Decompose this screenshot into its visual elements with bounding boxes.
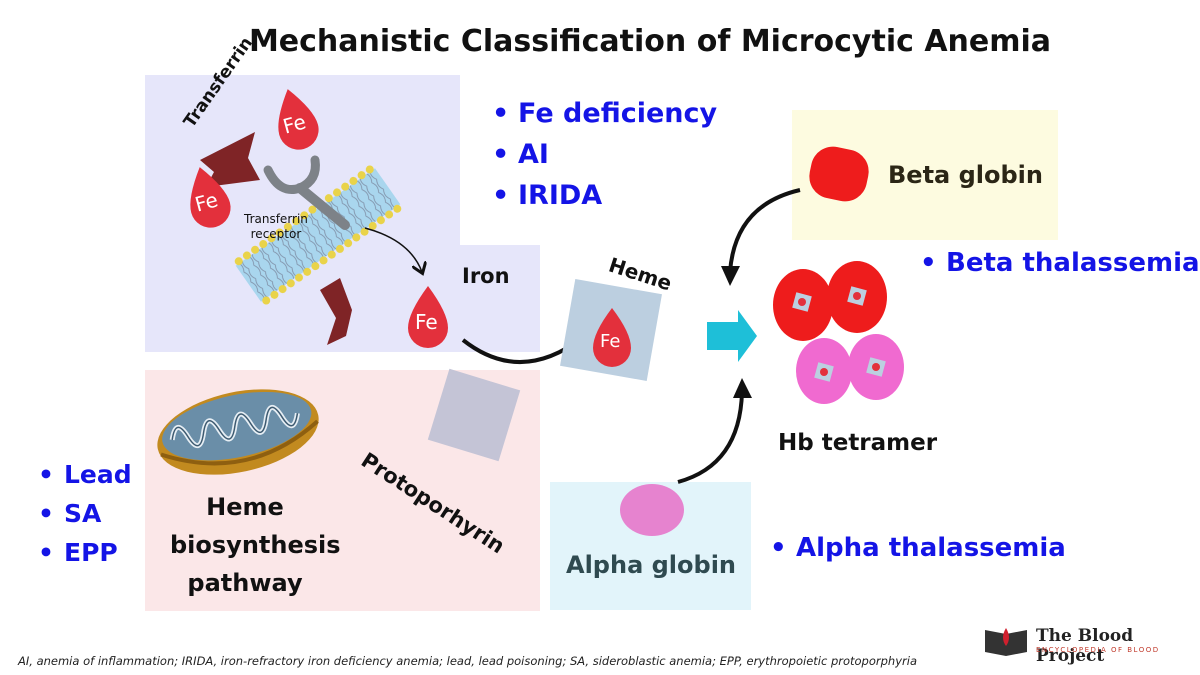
fe-drop-icon xyxy=(408,286,448,348)
alpha-globin-label: Alpha globin xyxy=(566,551,737,579)
fe-label: Fe xyxy=(415,310,438,334)
fe-drop-icon xyxy=(593,308,631,367)
list-item: Fe deficiency xyxy=(492,98,717,139)
iron-causes-list: Fe deficiency AI IRIDA xyxy=(492,98,717,221)
beta-causes-list: Beta thalassemia xyxy=(920,248,1200,278)
iron-panel-extension xyxy=(460,245,540,352)
list-item: EPP xyxy=(38,538,132,577)
hb-tetramer-label: Hb tetramer xyxy=(778,430,938,456)
fe-drop-icon xyxy=(190,167,231,228)
transferrin-fragment-icon xyxy=(320,278,352,345)
cyan-arrow-icon xyxy=(707,310,757,362)
transferrin-receptor-label: Transferrin receptor xyxy=(244,212,308,241)
heme-pathway-causes-list: Lead SA EPP xyxy=(38,460,132,577)
list-item: AI xyxy=(492,139,717,180)
cell-membrane xyxy=(234,165,402,305)
protoporphyrin-square xyxy=(427,368,521,462)
list-item: Lead xyxy=(38,460,132,499)
page-title: Mechanistic Classification of Microcytic… xyxy=(248,24,1052,59)
fe-drop-icon xyxy=(278,89,319,150)
logo-name: The Blood Project xyxy=(1036,626,1134,666)
footnote: AI, anemia of inflammation; IRIDA, iron-… xyxy=(18,654,917,668)
mitochondrion-icon xyxy=(157,389,319,475)
alpha-causes-list: Alpha thalassemia xyxy=(770,533,1066,563)
transferrin-icon xyxy=(200,132,260,187)
list-item: SA xyxy=(38,499,132,538)
heme-pathway-label: Heme biosynthesis pathway xyxy=(170,493,341,597)
logo-tagline: ENCYCLOPEDIA OF BLOOD xyxy=(1036,646,1160,654)
list-item: Alpha thalassemia xyxy=(770,533,1066,563)
transferrin-receptor-icon xyxy=(263,155,350,230)
hb-tetramer-icon xyxy=(773,261,904,404)
iron-label: Iron xyxy=(462,264,510,288)
blood-project-logo-icon xyxy=(985,628,1027,656)
alpha-globin-blob-icon xyxy=(620,484,684,536)
fe-label: Fe xyxy=(600,331,621,352)
beta-globin-blob-icon xyxy=(809,146,869,202)
list-item: Beta thalassemia xyxy=(920,248,1200,278)
beta-globin-label: Beta globin xyxy=(888,161,1043,189)
list-item: IRIDA xyxy=(492,180,717,221)
